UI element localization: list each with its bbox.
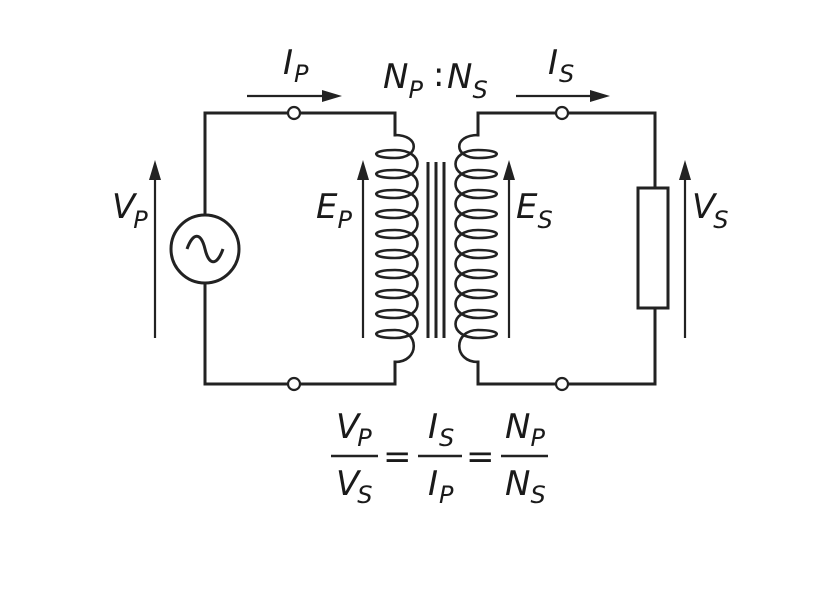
formula-vs: VS [336, 464, 373, 509]
ac-source [169, 213, 241, 285]
ep-label: EP [316, 187, 352, 234]
primary-bottom-wire [203, 360, 397, 386]
primary-circuit [203, 105, 397, 392]
es-label: ES [516, 187, 553, 234]
formula-ns: NS [505, 464, 546, 509]
secondary-bottom-terminal [554, 376, 570, 392]
load-resistor [636, 186, 670, 310]
formula-vp: VP [336, 407, 372, 452]
formula-is: IS [428, 407, 454, 452]
es-arrowhead [503, 160, 515, 180]
vs-label: VS [692, 187, 729, 234]
vp-label: VP [112, 187, 148, 234]
formula-ip: IP [428, 464, 454, 509]
equals-sign-1: = [383, 437, 412, 477]
primary-top-wire [203, 111, 397, 137]
vp-arrowhead [149, 160, 161, 180]
equals-sign-2: = [466, 437, 495, 477]
is-label: IS [548, 43, 574, 88]
arrows [149, 90, 691, 338]
primary-coil [374, 133, 419, 364]
primary-top-terminal [286, 105, 302, 121]
secondary-bottom-wire [476, 306, 657, 386]
ip-arrowhead [322, 90, 342, 102]
primary-coil-winding [374, 133, 419, 364]
primary-bottom-terminal [286, 376, 302, 392]
ip-label: IP [283, 43, 309, 88]
ns-label: NS [447, 57, 488, 104]
secondary-circuit [476, 105, 670, 392]
secondary-coil [454, 133, 499, 364]
ep-arrowhead [357, 160, 369, 180]
sine-wave-icon [185, 234, 225, 264]
transformer-core [426, 162, 446, 338]
ratio-colon: : [433, 55, 444, 95]
circuit-labels: IP IS NP : NS VP EP ES VS [112, 43, 729, 234]
secondary-coil-winding [454, 133, 499, 364]
is-arrowhead [590, 90, 610, 102]
ratio-formula: VP VS = IS IP = NP NS [331, 407, 548, 509]
secondary-top-terminal [554, 105, 570, 121]
vs-arrowhead [679, 160, 691, 180]
np-label: NP [383, 57, 423, 104]
formula-np: NP [505, 407, 545, 452]
